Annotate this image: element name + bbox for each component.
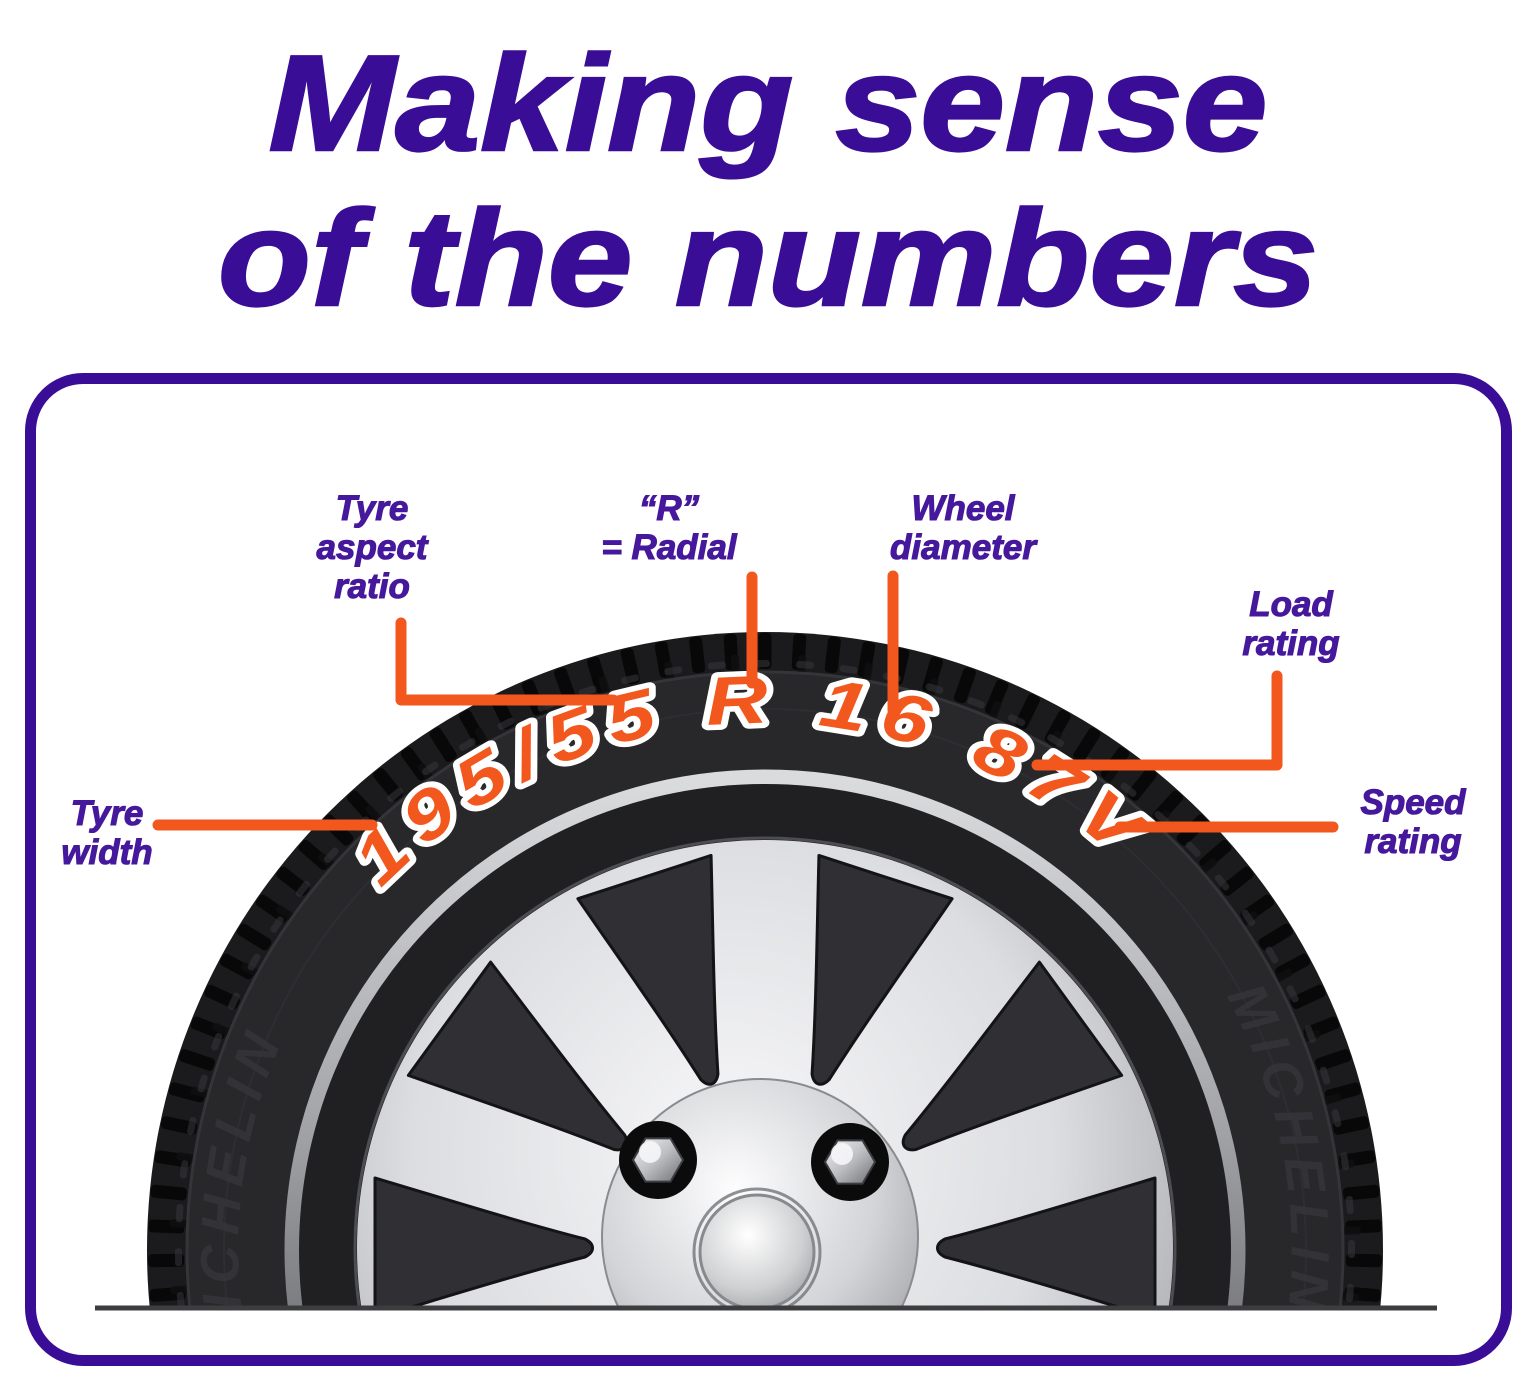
label-line: Speed bbox=[1360, 782, 1466, 822]
sidewall-edge-ring bbox=[185, 670, 1345, 1308]
label-line: ratio bbox=[334, 566, 411, 606]
wheel-face bbox=[357, 840, 1173, 1308]
sidewall-micro-text-band bbox=[174, 659, 1356, 1308]
tyre-illustration: MICHELIN MICHELIN bbox=[147, 632, 1383, 1308]
label-r-radial: “R” = Radial bbox=[559, 488, 779, 567]
sidewall-groove-ring bbox=[223, 708, 1307, 1308]
label-load-rating: Load rating bbox=[1181, 584, 1401, 663]
label-line: Tyre bbox=[70, 793, 144, 833]
label-speed-rating: Speed rating bbox=[1332, 782, 1494, 861]
page-title: Making sense of the numbers bbox=[0, 26, 1536, 336]
rim-lip bbox=[284, 769, 1246, 1308]
label-line: width bbox=[61, 832, 153, 872]
leader-tyre-aspect-ratio bbox=[395, 617, 619, 706]
title-line-1: Making sense bbox=[267, 26, 1269, 181]
label-line: = Radial bbox=[601, 527, 737, 567]
label-line: diameter bbox=[889, 527, 1036, 567]
label-line: Wheel bbox=[911, 488, 1015, 528]
wheel-spokes bbox=[373, 853, 1157, 1308]
label-tyre-aspect-ratio: Tyre aspect ratio bbox=[262, 488, 482, 606]
leader-lines bbox=[152, 570, 1339, 833]
label-line: “R” bbox=[638, 488, 700, 528]
label-line: Tyre bbox=[335, 488, 409, 528]
hub-centre-cap bbox=[692, 1187, 822, 1308]
label-tyre-width: Tyre width bbox=[28, 793, 186, 872]
wheel-face-edge bbox=[353, 836, 1177, 1308]
lug-nut-right bbox=[811, 1123, 889, 1201]
diagram-frame bbox=[25, 373, 1512, 1366]
label-wheel-diameter: Wheel diameter bbox=[850, 488, 1076, 567]
label-line: rating bbox=[1242, 623, 1340, 663]
label-line: rating bbox=[1364, 821, 1462, 861]
leader-load-rating bbox=[1031, 670, 1283, 771]
title-line-2: of the numbers bbox=[217, 181, 1320, 336]
label-line: Load bbox=[1249, 584, 1334, 624]
label-line: aspect bbox=[316, 527, 428, 567]
lug-nut-left bbox=[619, 1121, 697, 1199]
